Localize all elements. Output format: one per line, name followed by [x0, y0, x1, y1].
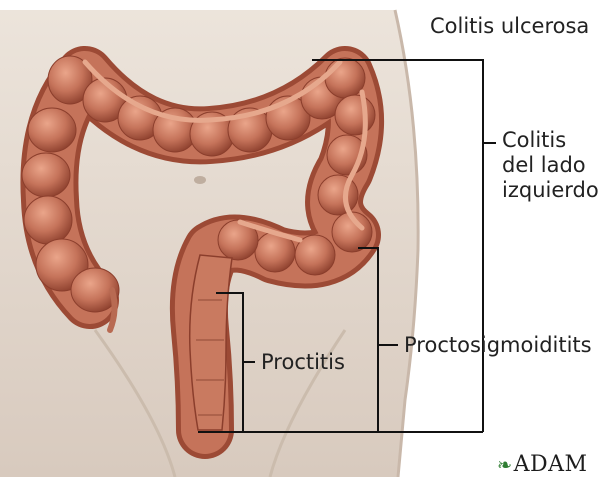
label-proctitis: Proctitis [261, 350, 345, 375]
logo-leaf-icon: ❧ [497, 455, 513, 476]
label-proctosigmoiditis: Proctosigmoiditits [404, 333, 592, 358]
navel [194, 176, 206, 184]
adam-logo: ❧ADAM [497, 452, 588, 477]
label-left-colitis: Colitis del lado izquierdo [502, 128, 599, 203]
logo-text: ADAM [514, 452, 588, 477]
label-left-colitis-line-1: Colitis [502, 128, 599, 153]
diagram-title: Colitis ulcerosa [430, 14, 589, 39]
label-left-colitis-line-2: del lado [502, 153, 599, 178]
label-left-colitis-line-3: izquierdo [502, 178, 599, 203]
